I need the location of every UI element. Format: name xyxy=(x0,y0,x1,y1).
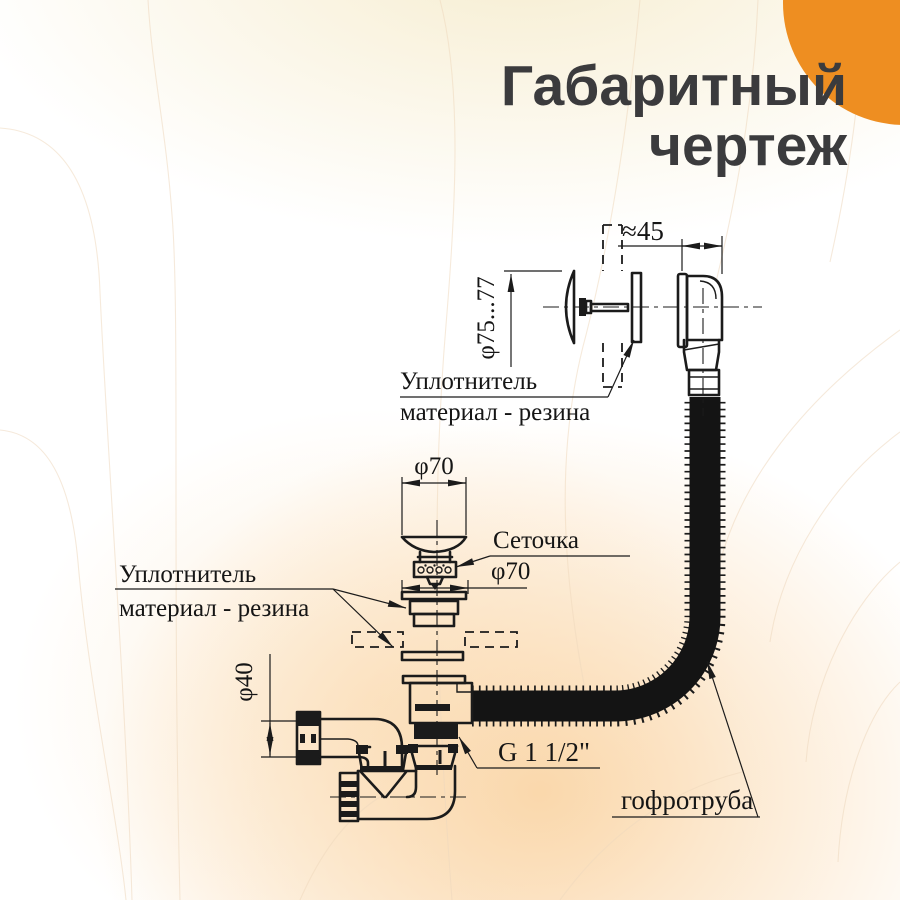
thread-label: G 1 1/2" xyxy=(458,736,600,769)
seal-label-left: Уплотнитель материал - резина xyxy=(115,561,407,648)
overflow-gasket-plate xyxy=(630,271,643,344)
drain-assembly: φ70 φ70 xyxy=(351,453,530,775)
seal-top-text2: материал - резина xyxy=(400,399,590,426)
dim40-lines xyxy=(261,654,299,758)
dim70low-text: φ70 xyxy=(491,558,530,585)
cleanout-cap xyxy=(338,771,360,823)
corrugated-pipe-label: гофротруба xyxy=(612,660,760,818)
dimension-overflow-diameter: φ75...77 xyxy=(473,270,562,367)
drain-gasket-lower xyxy=(400,650,465,662)
outlet-nut-marks xyxy=(298,713,319,763)
drain-gasket-upper2 xyxy=(412,612,456,628)
drain-gasket-upper xyxy=(408,599,460,616)
strainer-label: Сеточка xyxy=(455,527,630,568)
seal-left-text1: Уплотнитель xyxy=(119,561,256,588)
overflow-elbow-flange xyxy=(676,272,689,349)
overflow-screw-head xyxy=(579,298,586,316)
corrugated-pipe-body xyxy=(472,397,721,722)
seal-left-leader1 xyxy=(332,588,407,609)
seal-top-leader xyxy=(607,339,635,398)
dim7577-text: φ75...77 xyxy=(473,276,500,359)
strainer-nub-tip xyxy=(430,583,440,590)
seal-label-top: Уплотнитель материал - резина xyxy=(400,339,635,426)
outlet-pipe-inner xyxy=(320,738,359,747)
gofro-text: гофротруба xyxy=(621,785,753,815)
overflow-assembly xyxy=(543,224,762,416)
strainer-text: Сеточка xyxy=(493,527,579,554)
thread-text: G 1 1/2" xyxy=(498,737,590,767)
gofro-leader xyxy=(706,660,759,818)
drain-body xyxy=(408,681,474,725)
siphon-body-inner-corner xyxy=(405,764,418,799)
strainer-dots xyxy=(424,564,445,567)
siphon-body xyxy=(356,764,457,821)
overflow-elbow-inner-arc xyxy=(699,280,717,300)
corrugated-pipe xyxy=(472,397,726,727)
drain-gasket-band xyxy=(414,723,458,739)
siphon-union-nut xyxy=(356,745,409,772)
outlet-pipe-bottom xyxy=(318,755,370,772)
drain-body-band xyxy=(415,704,450,711)
page-title-line2: чертеж xyxy=(648,114,847,178)
siphon-assembly: φ40 xyxy=(231,654,466,823)
seal-left-leader2 xyxy=(332,588,394,648)
dim70top-lines xyxy=(401,477,467,535)
drain-union-nut xyxy=(408,744,459,770)
strainer-leader xyxy=(455,555,491,568)
strainer-body xyxy=(412,560,458,579)
strainer-nub xyxy=(425,575,445,586)
dimension-overflow-offset: ≈45 xyxy=(618,216,723,274)
tub-bottom-dashed-left xyxy=(351,631,404,648)
seal-left-text2: материал - резина xyxy=(119,595,309,622)
overflow-elbow-body xyxy=(685,274,724,342)
drain-plug-stem xyxy=(416,550,454,564)
siphon-funnel xyxy=(359,770,408,799)
tub-wall-dashed xyxy=(602,224,623,388)
overflow-hose-ring-lines xyxy=(689,376,719,390)
outlet-nut xyxy=(295,710,322,766)
page-title: Габаритный чертеж xyxy=(501,56,847,176)
page-title-line1: Габаритный xyxy=(500,54,847,118)
tub-bottom-dashed-right xyxy=(464,631,518,648)
overflow-cover-plate xyxy=(564,269,576,345)
drain-flange xyxy=(400,590,468,601)
overflow-hose-ring xyxy=(687,368,721,397)
dim70top-text: φ70 xyxy=(414,453,453,480)
cleanout-cap-ribs xyxy=(341,781,357,817)
seal-top-text1: Уплотнитель xyxy=(400,368,537,395)
dimension-outlet-diameter: φ40 xyxy=(231,654,299,758)
dim40-text: φ40 xyxy=(231,662,258,701)
dim45-text: ≈45 xyxy=(622,216,664,246)
drain-body-step xyxy=(456,683,472,693)
strainer-holes xyxy=(417,566,452,574)
overflow-screw-shaft xyxy=(589,302,630,313)
overflow-neck-seam xyxy=(683,343,720,351)
thread-leader xyxy=(458,736,478,769)
drain-plug-cap xyxy=(400,535,468,554)
